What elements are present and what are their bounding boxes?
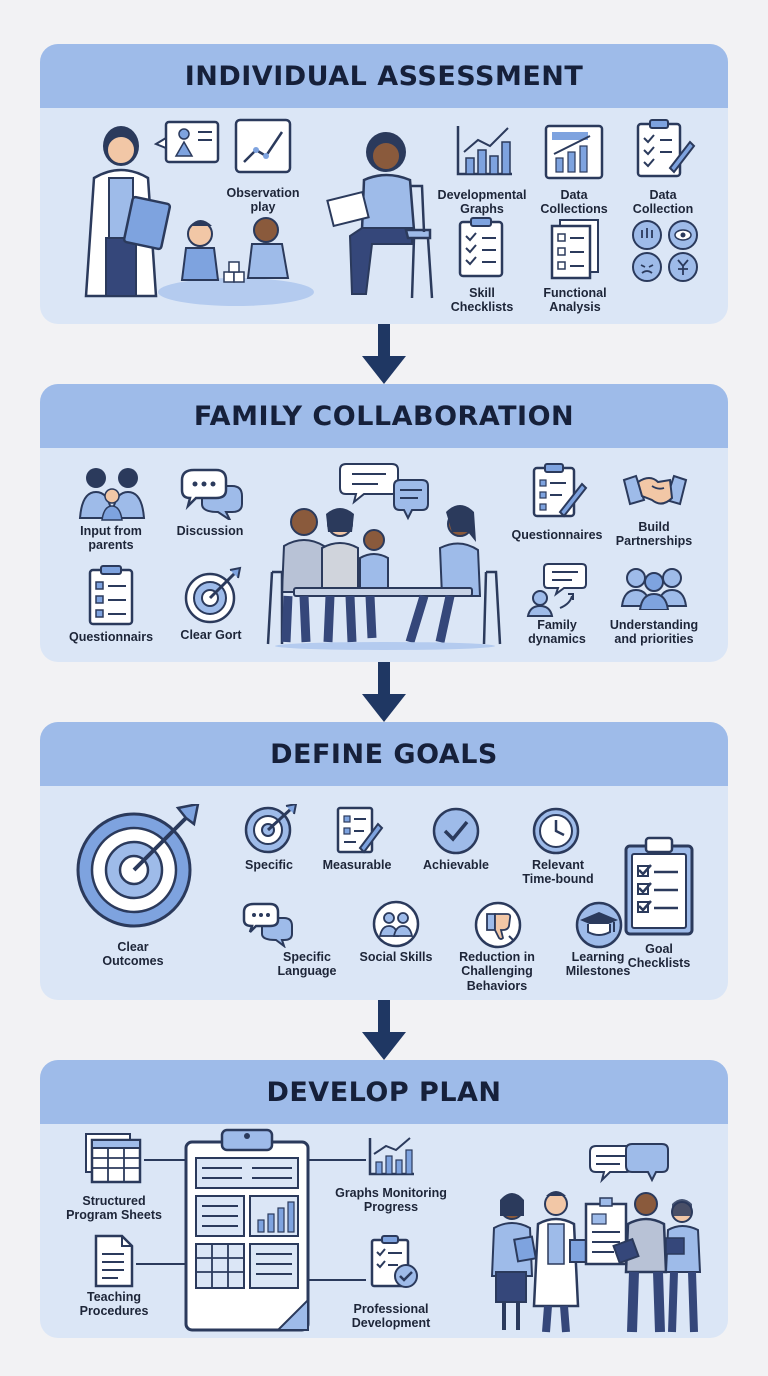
panel-individual-assessment: INDIVIDUAL ASSESSMENT Observation play	[40, 44, 728, 324]
chart-icon	[234, 118, 292, 174]
big-target-icon	[76, 804, 200, 928]
flow-arrow-down	[362, 324, 406, 384]
label-clear-gort: Clear Gort	[180, 628, 242, 642]
label-social-skills: Social Skills	[359, 950, 433, 964]
data-chart-icon	[544, 124, 604, 180]
panel-title: INDIVIDUAL ASSESSMENT	[184, 60, 584, 92]
clinician-illustration	[84, 126, 172, 298]
label-observation: Observation play	[226, 186, 300, 215]
plan-clipboard-icon	[184, 1128, 310, 1332]
label-teaching: Teaching Procedures	[79, 1290, 149, 1319]
label-questionnairs: Questionnairs	[68, 630, 154, 644]
label-discussion: Discussion	[176, 524, 244, 538]
handshake-icon	[622, 474, 688, 506]
teaching-doc-icon	[94, 1234, 134, 1288]
label-clear-outcomes: Clear Outcomes	[102, 940, 164, 969]
panel-header: FAMILY COLLABORATION	[40, 384, 728, 448]
children-playing-illustration	[158, 217, 314, 306]
graduation-cap-icon	[575, 901, 623, 949]
panel-header: DEVELOP PLAN	[40, 1060, 728, 1124]
panel-title: FAMILY COLLABORATION	[193, 400, 575, 432]
label-skill-checklists: Skill Checklists	[450, 286, 514, 315]
panel-develop-plan: DEVELOP PLAN Structured Program Sheets	[40, 1060, 728, 1338]
flow-arrow-down	[362, 1000, 406, 1060]
chat-bubbles-icon	[180, 468, 243, 520]
parents-icon	[78, 468, 146, 521]
thumbs-down-icon	[474, 901, 522, 949]
label-reduction: Reduction in Challenging Behaviors	[459, 950, 535, 993]
clock-icon	[532, 807, 580, 855]
graph-monitoring-icon	[368, 1137, 414, 1176]
assessor-illustration	[326, 132, 434, 299]
panel-title: DEFINE GOALS	[270, 738, 498, 770]
label-specific: Specific	[245, 858, 293, 872]
panel-family-collaboration: FAMILY COLLABORATION Input from parents …	[40, 384, 728, 662]
label-functional-analysis: Functional Analysis	[543, 286, 607, 315]
label-developmental-graphs: Developmental Graphs	[437, 188, 527, 217]
label-family-dynamics: Family dynamics	[528, 618, 586, 647]
label-understanding: Understanding and priorities	[609, 618, 699, 647]
flow-arrow-down	[362, 662, 406, 722]
label-relevant: Relevant Time-bound	[522, 858, 594, 887]
panel-header: DEFINE GOALS	[40, 722, 728, 786]
program-sheets-icon	[85, 1133, 142, 1184]
speech-bubbles-icon	[242, 902, 293, 948]
panel-title: DEVELOP PLAN	[266, 1076, 502, 1108]
panel-header: INDIVIDUAL ASSESSMENT	[40, 44, 728, 108]
label-structured: Structured Program Sheets	[66, 1194, 162, 1223]
label-measurable: Measurable	[322, 858, 392, 872]
label-achievable: Achievable	[422, 858, 490, 872]
measurable-icon	[336, 806, 384, 854]
specific-target-icon	[244, 804, 298, 854]
emotion-icons-cluster	[632, 220, 698, 282]
connector-lines	[136, 1159, 366, 1281]
family-dynamics-icon	[526, 563, 587, 617]
label-data-collections: Data Collections	[540, 188, 608, 217]
label-professional: Professional Development	[351, 1302, 431, 1331]
team-illustration	[490, 1143, 702, 1333]
observation-board-icon	[154, 120, 220, 164]
label-graphs-monitoring: Graphs Monitoring Progress	[335, 1186, 447, 1215]
goal-checklist-icon	[624, 836, 694, 936]
questionnaire-pencil-icon	[532, 463, 588, 518]
questionnaire-icon	[88, 565, 134, 626]
panel-define-goals: DEFINE GOALS Clear Outcomes Specific	[40, 722, 728, 1000]
label-questionnaires: Questionnaires	[511, 528, 603, 542]
label-goal-checklists: Goal Checklists	[627, 942, 691, 971]
growth-graph-icon	[456, 126, 512, 176]
professional-dev-icon	[370, 1235, 418, 1288]
family-meeting-illustration	[266, 463, 502, 650]
label-build-partnerships: Build Partnerships	[615, 520, 693, 549]
check-circle-icon	[432, 807, 480, 855]
target-icon	[184, 566, 242, 624]
social-skills-icon	[372, 900, 420, 948]
group-icon	[620, 568, 688, 610]
clipboard-pencil-icon	[636, 119, 696, 178]
label-data-collection: Data Collection	[632, 188, 694, 217]
label-input-parents: Input from parents	[80, 524, 142, 553]
label-learning: Learning Milestones	[565, 950, 631, 979]
documents-icon	[550, 219, 599, 280]
label-specific-language: Specific Language	[277, 950, 337, 979]
checklist-icon	[458, 217, 504, 278]
